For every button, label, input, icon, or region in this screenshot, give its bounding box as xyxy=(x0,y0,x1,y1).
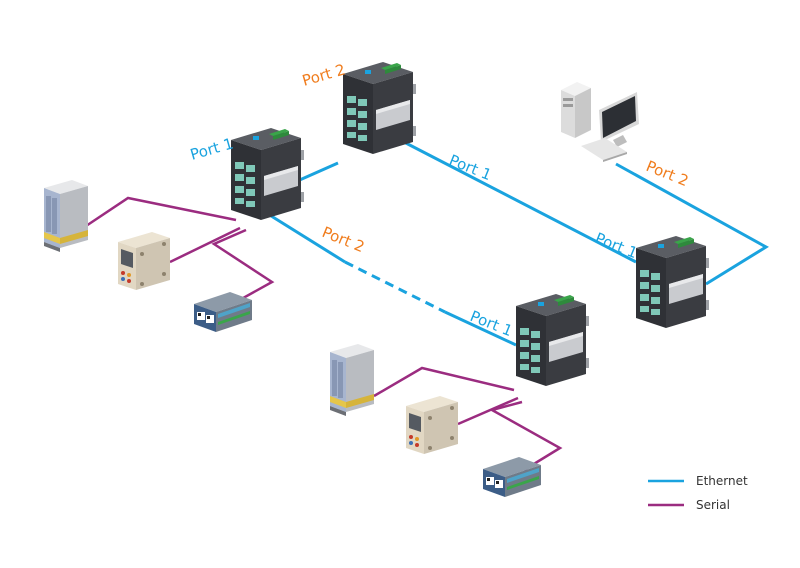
switch-b[interactable] xyxy=(343,62,416,154)
link-switch-a-to-switch-c-solid xyxy=(267,212,346,264)
port-label-switch-a-port1: Port 1 xyxy=(188,134,235,163)
serial-switch-a-to-hmi xyxy=(169,226,241,264)
serial-switch-c-to-hmi xyxy=(457,396,519,426)
legend: Ethernet Serial xyxy=(648,474,748,512)
legend-serial-label: Serial xyxy=(696,498,730,512)
ethernet-links xyxy=(267,138,769,347)
desktop-computer-icon[interactable] xyxy=(561,82,639,162)
port-label-switch-b-port2: Port 2 xyxy=(300,60,347,89)
link-switch-a-to-switch-c-end xyxy=(444,310,517,347)
port-label-link-ac-port1: Port 1 xyxy=(468,307,516,340)
port-label-link-bd-port1: Port 1 xyxy=(593,229,641,262)
switch-a[interactable]: industrial-switch-icon xyxy=(231,128,304,220)
serial-links xyxy=(85,196,563,472)
link-switch-b-to-switch-d xyxy=(399,138,637,264)
hmi-panel-icon[interactable] xyxy=(118,232,170,290)
switch-c[interactable] xyxy=(516,294,589,386)
port-label-link-pc-port2: Port 2 xyxy=(644,157,692,190)
hmi-panel-icon[interactable] xyxy=(406,396,458,454)
serial-switch-a-to-cabinet xyxy=(85,196,237,228)
control-cabinet-icon[interactable] xyxy=(44,180,88,252)
switch-d[interactable] xyxy=(636,236,709,328)
link-switch-a-to-switch-c-dashed xyxy=(344,260,446,314)
serial-switch-c-to-plc xyxy=(488,400,563,472)
link-pc-to-switch-d xyxy=(615,162,769,286)
serial-switch-a-to-plc xyxy=(211,228,275,304)
serial-switch-c-to-cabinet xyxy=(373,366,515,398)
plc-module-icon[interactable] xyxy=(483,457,541,497)
legend-ethernet-label: Ethernet xyxy=(696,474,748,488)
control-cabinet-icon[interactable] xyxy=(330,344,374,416)
plc-module-icon[interactable] xyxy=(194,292,252,332)
port-label-link-ab-port1: Port 1 xyxy=(447,151,495,184)
